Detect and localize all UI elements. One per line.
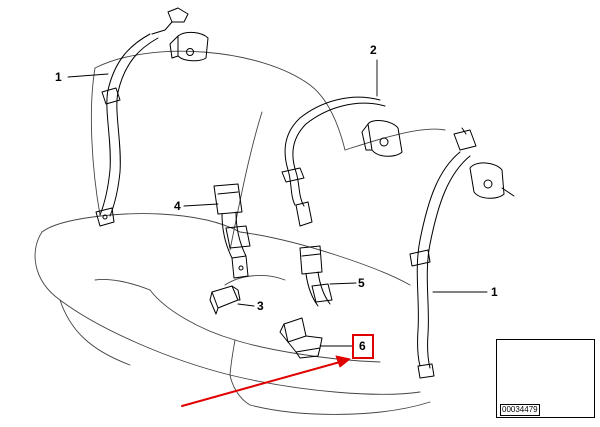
diagram-part-number: 00034479 xyxy=(500,404,540,416)
highlight-arrow xyxy=(181,355,351,407)
buckle-item-4 xyxy=(213,183,251,279)
rear-seat-outline xyxy=(34,50,446,415)
callout-5: 5 xyxy=(358,276,365,290)
left-belt-assembly xyxy=(95,7,209,227)
leader-lines xyxy=(67,59,488,347)
center-belt-assembly xyxy=(281,96,403,227)
callout-2: 2 xyxy=(370,43,377,57)
buckle-item-5 xyxy=(299,245,333,307)
callout-6: 6 xyxy=(359,339,366,353)
callout-1-right: 1 xyxy=(491,285,498,299)
buckle-receiver-item-6 xyxy=(279,317,323,359)
highlight-box-item-6 xyxy=(352,334,374,359)
leader-5 xyxy=(329,282,357,285)
leader-4 xyxy=(183,203,219,207)
callout-3: 3 xyxy=(257,299,264,313)
callout-1-left: 1 xyxy=(55,70,62,84)
leader-1-left xyxy=(67,73,109,78)
right-belt-assembly xyxy=(409,127,515,379)
buckle-receiver-item-3 xyxy=(209,285,241,315)
callout-4: 4 xyxy=(174,199,181,213)
leader-3 xyxy=(237,303,255,307)
